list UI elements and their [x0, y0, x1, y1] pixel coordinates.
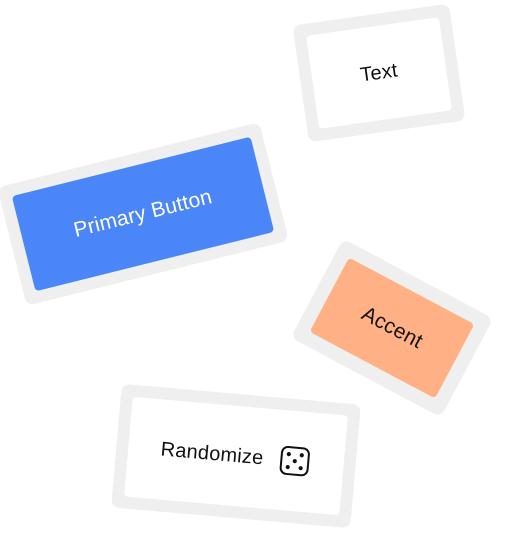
primary-button[interactable]: Primary Button	[11, 136, 275, 292]
randomize-label: Randomize	[159, 437, 265, 469]
primary-button-label: Primary Button	[71, 185, 215, 242]
accent-button[interactable]: Accent	[309, 257, 475, 399]
text-card-surface[interactable]: Text	[306, 17, 452, 129]
randomize-button[interactable]: Randomize	[124, 396, 348, 516]
accent-card[interactable]: Accent	[290, 238, 494, 418]
text-card[interactable]: Text	[292, 3, 466, 143]
primary-button-card[interactable]: Primary Button	[0, 122, 289, 306]
accent-label: Accent	[357, 302, 427, 354]
dice-icon	[278, 444, 313, 479]
text-label: Text	[358, 59, 400, 87]
randomize-card[interactable]: Randomize	[111, 383, 361, 529]
